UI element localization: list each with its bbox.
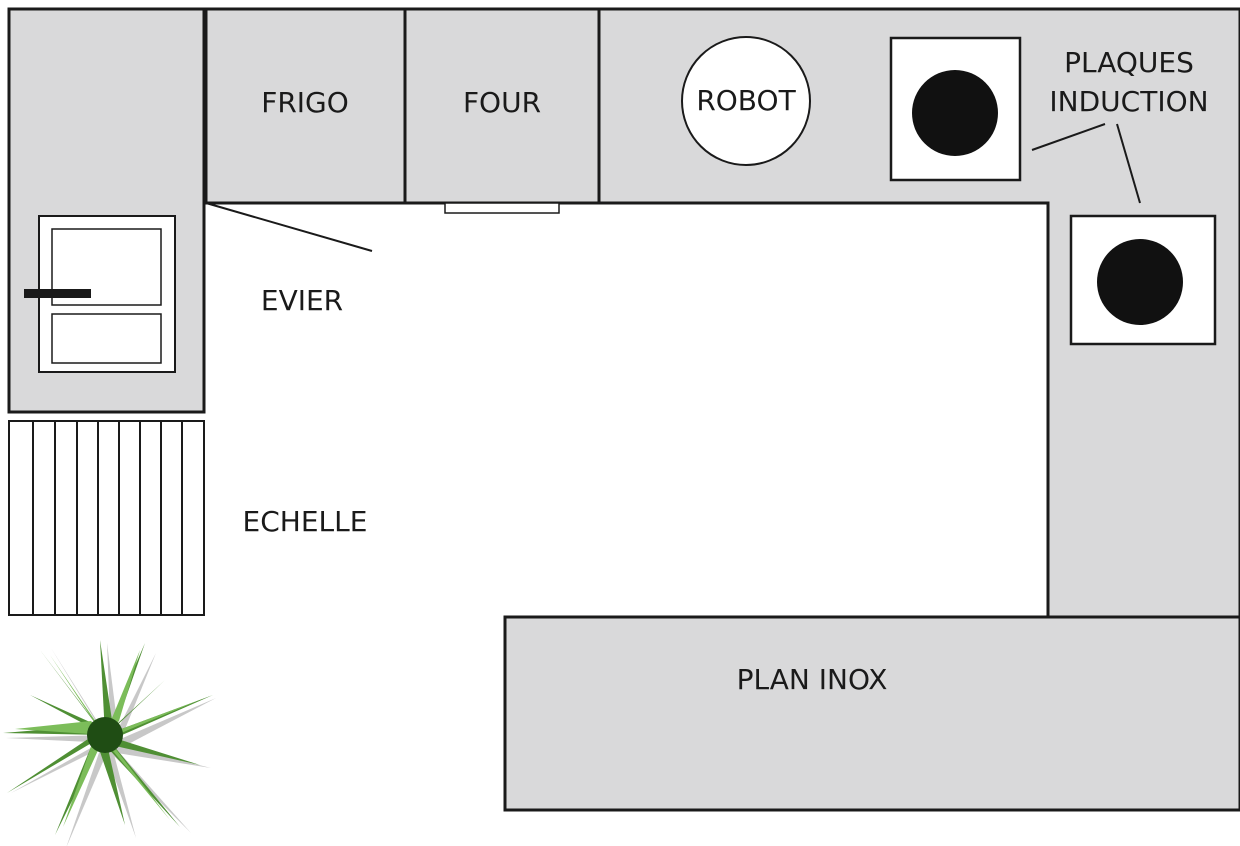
fridge: [204, 7, 407, 205]
robot-label: ROBOT: [696, 84, 796, 117]
induction-leader-2: [1116, 123, 1141, 204]
plant-icon: [3, 640, 216, 846]
ladder-label: ECHELLE: [243, 505, 368, 538]
sink-basin-bottom: [51, 313, 162, 364]
induction-label-line1: PLAQUES: [1064, 46, 1194, 79]
induction-burner-icon: [1097, 239, 1183, 325]
induction-burner-icon: [912, 70, 998, 156]
oven-door-handle: [444, 202, 560, 214]
oven-label: FOUR: [463, 86, 541, 119]
bottom-counter: [503, 610, 1240, 812]
oven: [403, 7, 601, 205]
ladder: [8, 420, 205, 616]
induction-label-line2: INDUCTION: [1049, 85, 1208, 118]
fridge-label: FRIGO: [261, 86, 349, 119]
induction-leader-1: [1031, 123, 1106, 151]
sink-leader: [205, 202, 373, 252]
steel-counter-label: PLAN INOX: [737, 663, 888, 696]
sink-label: EVIER: [261, 284, 343, 317]
robot: [681, 36, 811, 166]
sink-tap-icon: [24, 289, 91, 298]
